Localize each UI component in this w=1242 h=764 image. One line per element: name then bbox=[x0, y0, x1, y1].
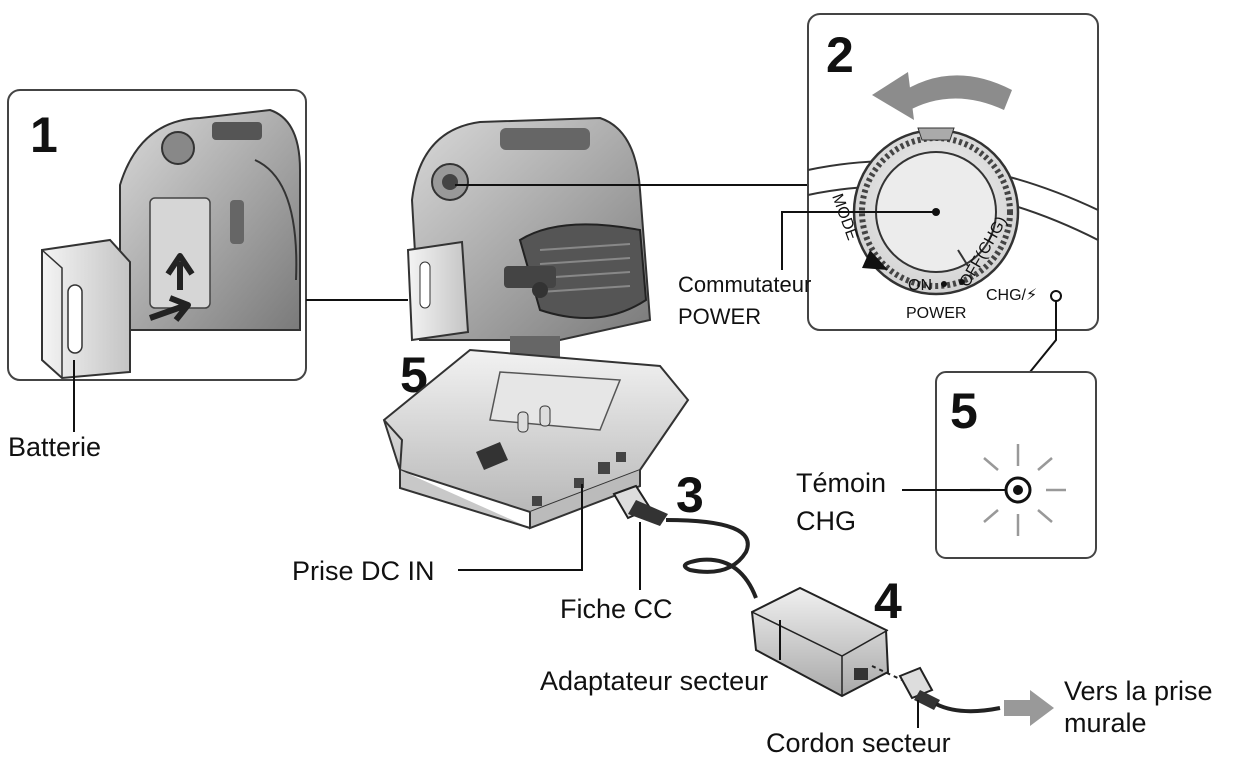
dc-plug-label: Fiche CC bbox=[560, 594, 673, 624]
power-cord bbox=[935, 702, 1001, 714]
panel-step-5-lamp: 5 bbox=[935, 371, 1097, 559]
power-switch-label-line1: Commutateur bbox=[678, 272, 811, 297]
dc-cable bbox=[665, 518, 758, 599]
power-switch-leader-line bbox=[781, 211, 936, 270]
camcorder-main-illustration bbox=[406, 116, 652, 342]
step-number-4: 4 bbox=[874, 573, 902, 629]
step-number-3: 3 bbox=[676, 467, 704, 523]
battery-label: Batterie bbox=[8, 432, 101, 462]
dial-power-label: POWER bbox=[906, 305, 966, 322]
dial-on-label: ON bbox=[908, 277, 932, 294]
panel-step-1: 1 bbox=[7, 89, 307, 381]
chg-lamp-label-line1: Témoin bbox=[796, 468, 886, 498]
chg-flash-label: CHG/⚡ bbox=[986, 287, 1037, 304]
wall-outlet-label-line2: murale bbox=[1064, 708, 1147, 738]
ac-adaptor-label: Adaptateur secteur bbox=[540, 666, 768, 696]
dc-in-jack-label: Prise DC IN bbox=[292, 556, 435, 586]
chg-lamp-small-icon bbox=[1050, 290, 1062, 302]
power-cord-plug-illustration bbox=[898, 666, 940, 710]
camcorder-rear-illustration bbox=[119, 108, 301, 331]
arrow-slide-up-icon bbox=[165, 253, 195, 290]
battery-pack-illustration bbox=[41, 238, 131, 380]
ac-adaptor-illustration bbox=[750, 586, 890, 698]
dc-in-leader-line bbox=[458, 484, 583, 571]
panel-5-connector bbox=[1029, 301, 1057, 373]
step-number-1: 1 bbox=[30, 107, 58, 163]
chg-lamp-label-line2: CHG bbox=[796, 506, 856, 536]
arrow-push-in-icon bbox=[149, 295, 191, 322]
step-number-5-lamp: 5 bbox=[950, 383, 978, 439]
step-number-2: 2 bbox=[826, 27, 854, 83]
power-cord-label: Cordon secteur bbox=[766, 728, 951, 758]
panel-5-frame bbox=[935, 371, 1097, 559]
power-switch-label-line2: POWER bbox=[678, 304, 761, 329]
panel-step-2: 2 MODE ON OFF(CHG) POWER CHG/⚡ bbox=[807, 13, 1099, 331]
dial-off-dot bbox=[959, 279, 965, 285]
handycam-station-illustration bbox=[382, 348, 690, 530]
dc-plug-illustration bbox=[612, 484, 668, 526]
rotate-arrow-body bbox=[896, 75, 1012, 112]
dial-on-dot bbox=[941, 281, 947, 287]
rotate-arrow-head-icon bbox=[872, 72, 914, 120]
cord-insert-indicator bbox=[871, 665, 903, 681]
arrow-to-wall-outlet-icon bbox=[1004, 690, 1054, 726]
wall-outlet-label-line1: Vers la prise bbox=[1064, 676, 1213, 706]
dial-mode-marker-icon bbox=[862, 250, 888, 270]
